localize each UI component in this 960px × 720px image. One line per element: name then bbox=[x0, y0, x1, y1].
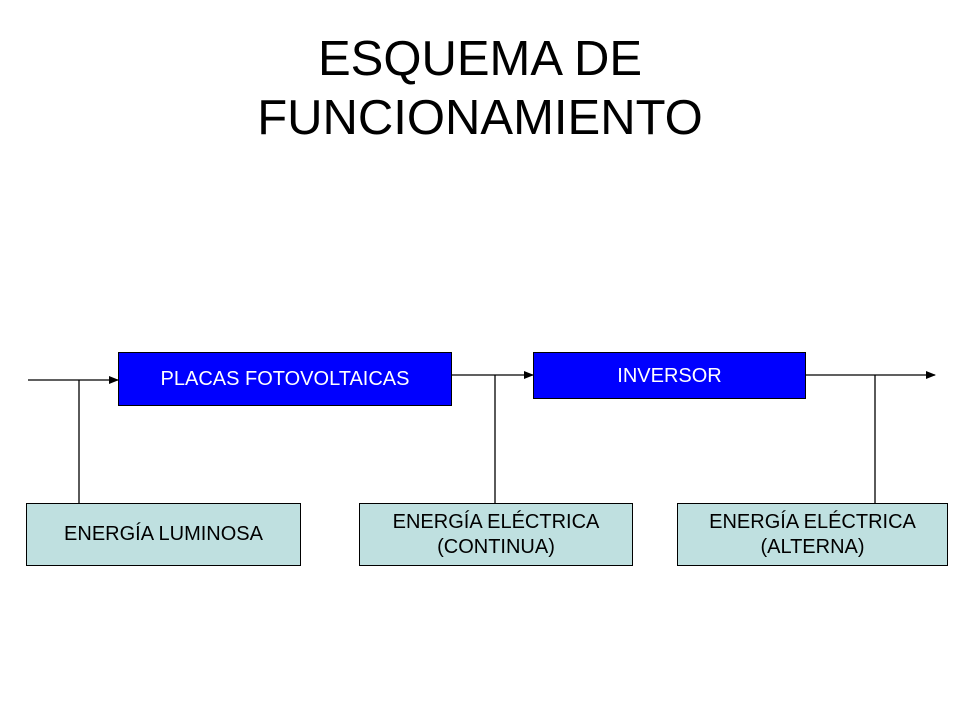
energia-luminosa-label: ENERGÍA LUMINOSA bbox=[64, 523, 263, 545]
energia-continua-label-line2: (CONTINUA) bbox=[437, 535, 555, 558]
title-line-2: FUNCIONAMIENTO bbox=[257, 91, 703, 145]
title-line-1: ESQUEMA DE bbox=[317, 32, 643, 86]
page-title: ESQUEMA DE FUNCIONAMIENTO bbox=[0, 30, 960, 148]
energia-alterna-label-line2: (ALTERNA) bbox=[760, 535, 865, 558]
placas-fotovoltaicas-box: PLACAS FOTOVOLTAICAS bbox=[118, 352, 452, 406]
placas-fotovoltaicas-label: PLACAS FOTOVOLTAICAS bbox=[160, 367, 410, 390]
energia-continua-box: ENERGÍA ELÉCTRICA (CONTINUA) bbox=[359, 503, 633, 566]
energia-luminosa-box: ENERGÍA LUMINOSA bbox=[26, 503, 301, 566]
inversor-box: INVERSOR bbox=[533, 352, 806, 399]
energia-alterna-label-line1: ENERGÍA ELÉCTRICA bbox=[709, 510, 916, 533]
energia-continua-label-line1: ENERGÍA ELÉCTRICA bbox=[392, 510, 600, 533]
energia-alterna-box: ENERGÍA ELÉCTRICA (ALTERNA) bbox=[677, 503, 948, 566]
inversor-label: INVERSOR bbox=[617, 365, 722, 387]
